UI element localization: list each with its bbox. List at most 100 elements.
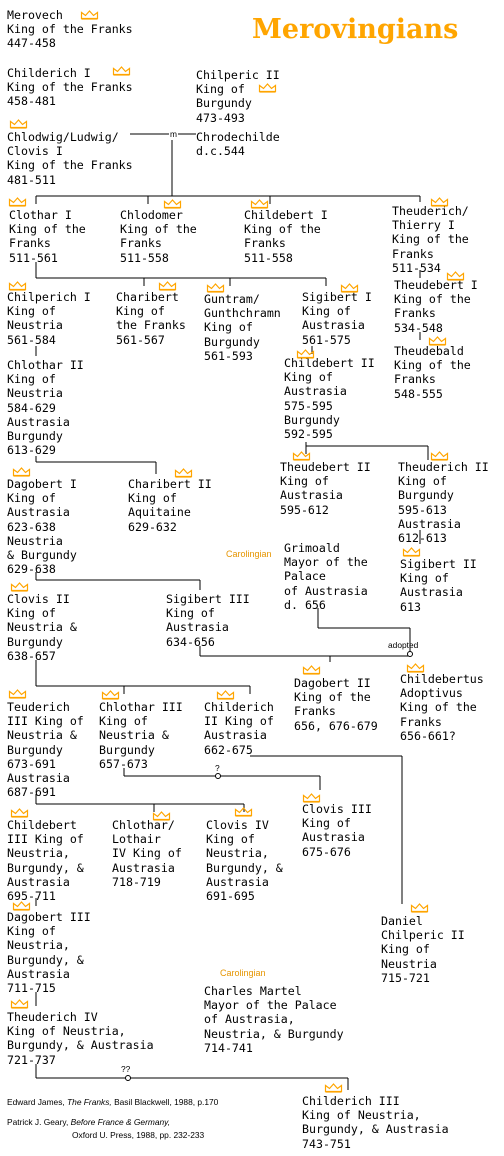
person-text-line: 595-612: [280, 502, 329, 517]
crown-icon: [10, 582, 29, 592]
reference-1-title: The Franks,: [67, 1097, 112, 1107]
reference-2-author: Patrick J. Geary,: [7, 1117, 69, 1127]
person-text-line: King of: [302, 816, 351, 831]
person-text-line: King of the: [394, 292, 471, 307]
connector-dots: [125, 651, 413, 1081]
person-text-line: King of the: [120, 222, 197, 237]
person-text-line: 534-548: [394, 320, 443, 335]
crown-icon: [158, 278, 177, 296]
person-text-line: 634-656: [166, 634, 215, 649]
person-text-line: 561-575: [302, 332, 351, 347]
crown-icon: [9, 119, 28, 129]
uncertain-label-2: ??: [121, 1064, 131, 1074]
reference-1-publisher: Basil Blackwell, 1988, p.170: [114, 1097, 219, 1107]
person-text-line: Burgundy: [196, 96, 252, 111]
connector-lines: [35, 133, 429, 1090]
crown-icon: [296, 349, 315, 359]
person-text-line: 638-657: [7, 648, 56, 663]
person-text-line: Austrasia: [400, 585, 463, 600]
person-text-line: 511-534: [392, 260, 441, 275]
crown-icon: [8, 689, 27, 699]
person-text-line: Guntram/: [204, 292, 260, 306]
person-text-line: Burgundy: [398, 488, 454, 503]
crown-icon: [80, 7, 99, 25]
person-text-line: Childebertus: [400, 672, 484, 686]
person-text-line: Austrasia: [7, 966, 70, 981]
person-text-line: Burgundy, & Austrasia: [7, 1038, 154, 1053]
page-title: Merovingians: [252, 14, 459, 45]
person-text-line: Neustria: [7, 533, 63, 548]
person-text-line: Dagobert III: [7, 910, 91, 924]
person-text-line: 561-593: [204, 348, 253, 363]
person-text-line: 595-613: [398, 502, 447, 517]
carolingian-label: Carolingian: [220, 968, 266, 978]
person-text-line: Franks: [9, 236, 51, 251]
person-text-line: Burgundy, &: [206, 860, 283, 875]
person-text-line: Burgundy, &: [7, 860, 84, 875]
crown-icon: [250, 199, 269, 209]
person-text-line: Daniel: [381, 914, 423, 928]
crown-icon: [428, 333, 447, 351]
person-text-line: King of: [400, 571, 449, 586]
person-text-line: IV King of: [112, 846, 182, 861]
person-text-line: King of: [7, 304, 56, 319]
person-text-line: Childerich: [204, 700, 274, 714]
crown-icon: [10, 999, 29, 1009]
person-text-line: 584-629: [7, 400, 56, 415]
person-text-line: Gunthchramn: [204, 306, 281, 321]
person-text-line: Burgundy, & Austrasia: [302, 1122, 449, 1137]
crown-icon: [406, 663, 425, 673]
person-text-line: 743-751: [302, 1136, 351, 1151]
person-text-line: Austrasia: [302, 830, 365, 845]
crown-icon: [302, 793, 321, 803]
person-text-line: d.c.544: [196, 144, 245, 159]
person-text-line: Austrasia: [398, 516, 461, 531]
person-text-line: King of the: [244, 222, 321, 237]
crown-icon: [446, 271, 465, 281]
person-text-line: Neustria: [7, 386, 63, 401]
crown-icon: [302, 790, 321, 808]
reference-2-publisher: Oxford U. Press, 1988, pp. 232-233: [72, 1130, 205, 1140]
crown-icon: [324, 1083, 343, 1093]
person-text-line: Burgundy: [7, 429, 63, 444]
person-text-line: 473-493: [196, 110, 245, 125]
person-text-line: King of the: [394, 358, 471, 373]
crown-icon: [152, 808, 171, 826]
reference-1-author: Edward James,: [7, 1097, 65, 1107]
person-text-line: Neustria &: [7, 728, 77, 743]
crown-icon: [406, 660, 425, 678]
person-text-line: Chlothar III: [99, 700, 183, 714]
crown-icon: [10, 996, 29, 1014]
person-text-line: Neustria: [381, 956, 437, 971]
person-text-line: King of the: [294, 690, 371, 705]
person-text-line: Childerich I: [7, 66, 91, 80]
person-text-line: 481-511: [7, 172, 56, 187]
person-text-line: 656, 676-679: [294, 718, 378, 733]
crown-icon: [340, 280, 359, 298]
crown-icon: [292, 451, 311, 461]
person-text-line: King of the Franks: [7, 158, 133, 173]
person-text-line: 629-638: [7, 562, 56, 577]
crown-icon: [430, 194, 449, 212]
person-text-line: Chlodomer: [120, 208, 183, 222]
person-text-line: Neustria: [7, 318, 63, 333]
person-text-line: Chilperic II: [196, 68, 280, 82]
crown-icon: [158, 281, 177, 291]
person-text-line: Childebert: [7, 818, 77, 832]
person-text-line: 711-715: [7, 981, 56, 996]
person-text-line: King of: [206, 832, 255, 847]
person-text-line: King of: [7, 606, 56, 621]
